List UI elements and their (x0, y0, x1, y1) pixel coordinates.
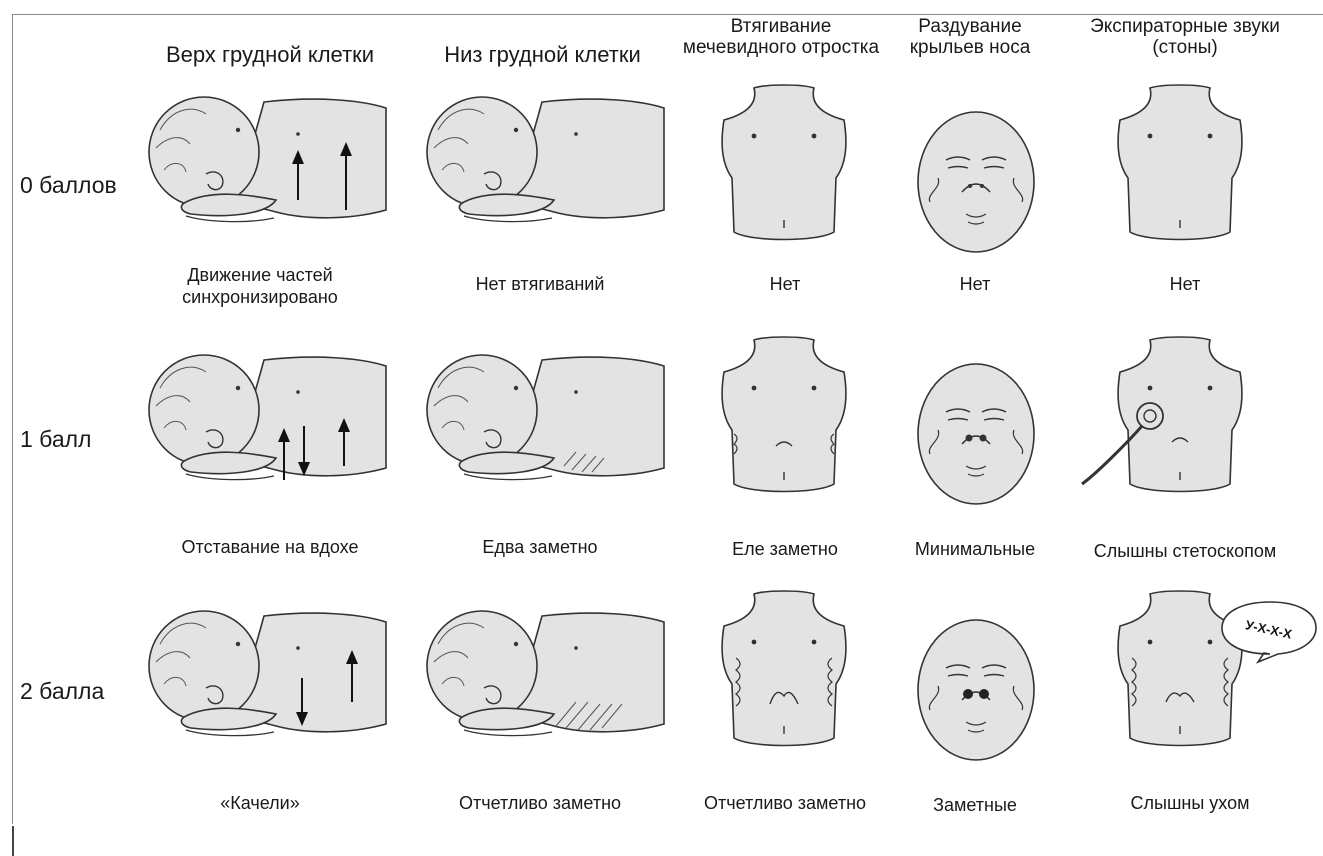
infant-upper-chest-score-2 (146, 604, 391, 774)
torso-xiphoid-score-0 (706, 82, 866, 262)
caption-r0-c2: Нет (690, 273, 880, 295)
infant-lower-chest-score-1 (424, 348, 669, 518)
caption-r2-c3: Заметные (890, 794, 1060, 816)
caption-r0-c0: Движение частей синхронизировано (150, 264, 370, 308)
row-label-score-1: 1 балл (20, 426, 91, 453)
caption-r1-c1: Едва заметно (430, 536, 650, 558)
caption-r0-c3: Нет (900, 273, 1050, 295)
column-header-nasal-flaring: Раздувание крыльев носа (890, 16, 1050, 58)
column-header-expiratory-grunt: Экспираторные звуки (стоны) (1080, 16, 1290, 58)
caption-r2-c2: Отчетливо заметно (680, 792, 890, 814)
column-header-xiphoid: Втягивание мечевидного отростка (676, 16, 886, 58)
row-label-score-0: 0 баллов (20, 172, 117, 199)
speech-bubble: У-Х-Х-Х (1218, 596, 1320, 666)
torso-xiphoid-score-1 (706, 334, 866, 514)
face-nasal-flaring-score-2 (916, 618, 1040, 768)
row-label-score-2: 2 балла (20, 678, 104, 705)
column-header-upper-chest: Верх грудной клетки (145, 44, 395, 65)
face-nasal-flaring-score-1 (916, 362, 1040, 512)
caption-r2-c0: «Качели» (150, 792, 370, 814)
column-header-lower-chest: Низ грудной клетки (420, 44, 665, 65)
caption-r2-c4: Слышны ухом (1080, 792, 1300, 814)
caption-r1-c0: Отставание на вдохе (150, 536, 390, 558)
frame-corner-mark (12, 826, 14, 856)
face-nasal-flaring-score-0 (916, 110, 1040, 260)
infant-upper-chest-score-0 (146, 90, 391, 260)
caption-r1-c4: Слышны стетоскопом (1060, 540, 1310, 562)
torso-xiphoid-score-2 (706, 588, 866, 768)
infant-upper-chest-score-1 (146, 348, 391, 518)
caption-r1-c2: Еле заметно (690, 538, 880, 560)
infant-lower-chest-score-0 (424, 90, 669, 260)
torso-grunt-score-1 (1076, 334, 1266, 514)
caption-r0-c4: Нет (1080, 273, 1290, 295)
frame-left-line (12, 14, 13, 824)
torso-grunt-score-0 (1102, 82, 1262, 262)
frame-top-line (12, 14, 1323, 15)
caption-r2-c1: Отчетливо заметно (430, 792, 650, 814)
caption-r0-c1: Нет втягиваний (430, 273, 650, 295)
caption-r1-c3: Минимальные (890, 538, 1060, 560)
infant-lower-chest-score-2 (424, 604, 669, 774)
